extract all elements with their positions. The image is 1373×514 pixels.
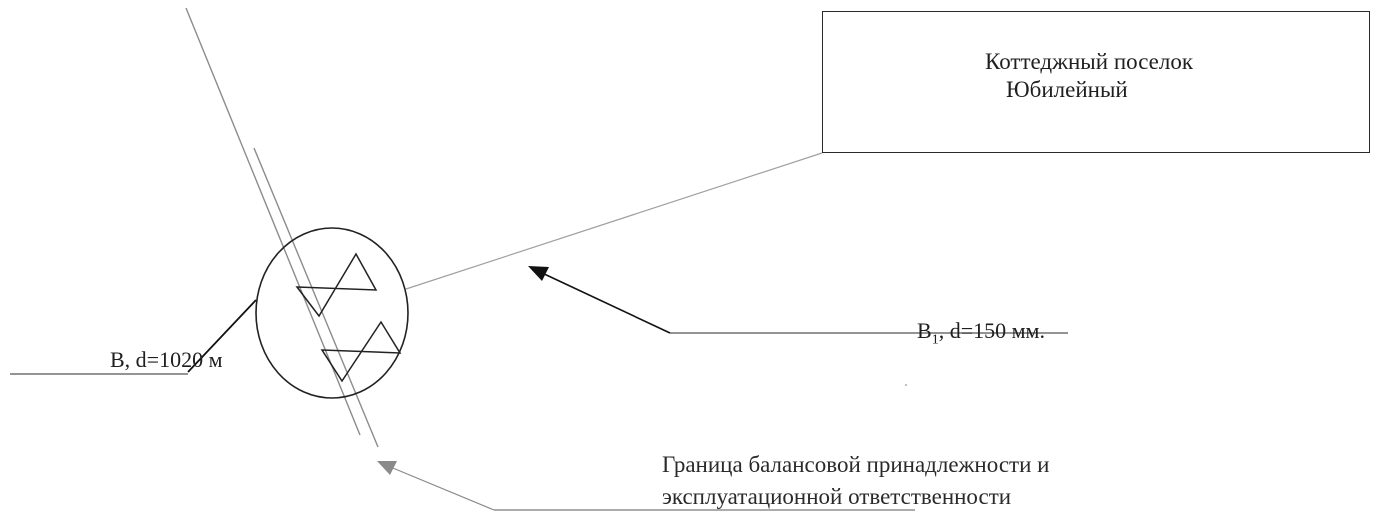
speck-dot xyxy=(905,384,907,386)
main-pipe-leader-diagonal xyxy=(187,299,257,373)
settlement-box xyxy=(822,11,1370,153)
boundary-label-line2: эксплуатационной ответственности xyxy=(662,484,1012,509)
settlement-name-line1: Коттеджный поселок xyxy=(985,49,1194,74)
branch-pipe-line xyxy=(405,152,823,290)
main-pipe-line-right xyxy=(253,147,379,448)
boundary-arrowhead-icon xyxy=(377,461,397,475)
branch-pipe-label-prefix: В xyxy=(917,318,932,343)
branch-pipe-label: В1, d=150 мм. xyxy=(917,318,1045,348)
valve-lower-icon xyxy=(320,320,402,383)
valve-upper-icon xyxy=(295,252,378,318)
boundary-leader-diagonal xyxy=(387,465,495,511)
branch-pipe-leader-diagonal xyxy=(539,271,671,334)
connection-node xyxy=(255,227,409,399)
boundary-label-line1: Граница балансовой принадлежности и xyxy=(662,452,1050,477)
branch-pipe-label-suffix: , d=150 мм. xyxy=(938,318,1045,343)
main-pipe-label: В, d=1020 м xyxy=(110,347,223,372)
settlement-name-line2: Юбилейный xyxy=(1006,77,1128,102)
branch-arrowhead-icon xyxy=(528,266,549,281)
branch-pipe-label-subscript: 1 xyxy=(931,332,939,348)
